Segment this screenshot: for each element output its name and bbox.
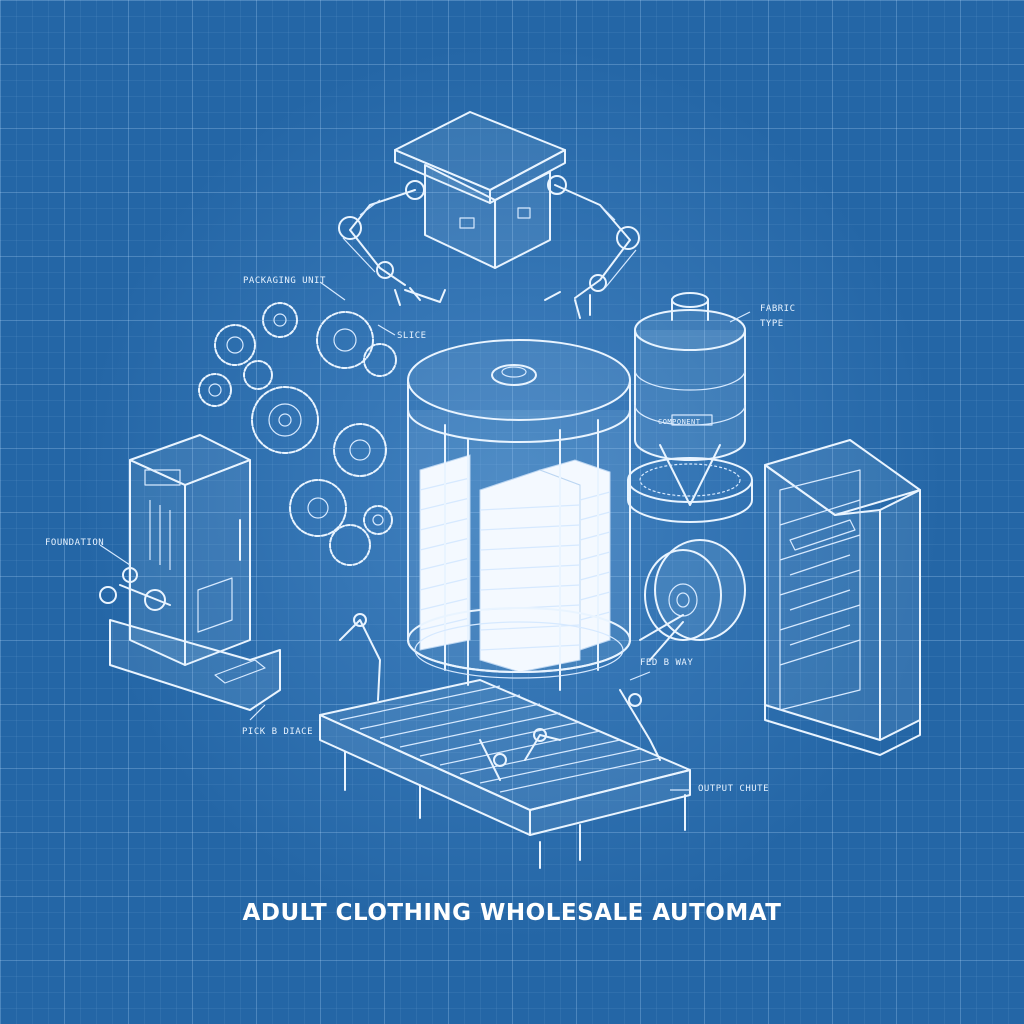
- fabric-canister: [627, 292, 753, 523]
- label-foundation: FOUNDATION: [45, 538, 105, 548]
- conveyor-belt: [319, 613, 691, 869]
- shelving-cabinet: [764, 439, 921, 756]
- label-packaging-unit: PACKAGING UNIT: [243, 276, 326, 286]
- label-pick-place: PICK B DIACE: [242, 727, 314, 737]
- left-robot-arm: [338, 180, 446, 306]
- label-output-chute: OUTPUT CHUTE: [698, 784, 770, 794]
- label-fabric-type: FABRIC TYPE: [760, 304, 796, 329]
- leader-lines: [99, 281, 751, 791]
- label-component: COMPONENT: [658, 418, 701, 426]
- right-robot-arm: [544, 175, 640, 319]
- label-slice: SLICE: [397, 331, 427, 341]
- top-box-unit: [394, 111, 566, 269]
- roller-disc: [639, 539, 746, 661]
- gear-cluster: [198, 302, 397, 566]
- central-cylinder: [407, 339, 631, 691]
- foundation-machine: [99, 434, 281, 711]
- label-feed-way: FED B WAY: [640, 658, 694, 668]
- folded-clothes-stacks: [419, 454, 611, 673]
- diagram-title: ADULT CLOTHING WHOLESALE AUTOMAT: [242, 900, 782, 926]
